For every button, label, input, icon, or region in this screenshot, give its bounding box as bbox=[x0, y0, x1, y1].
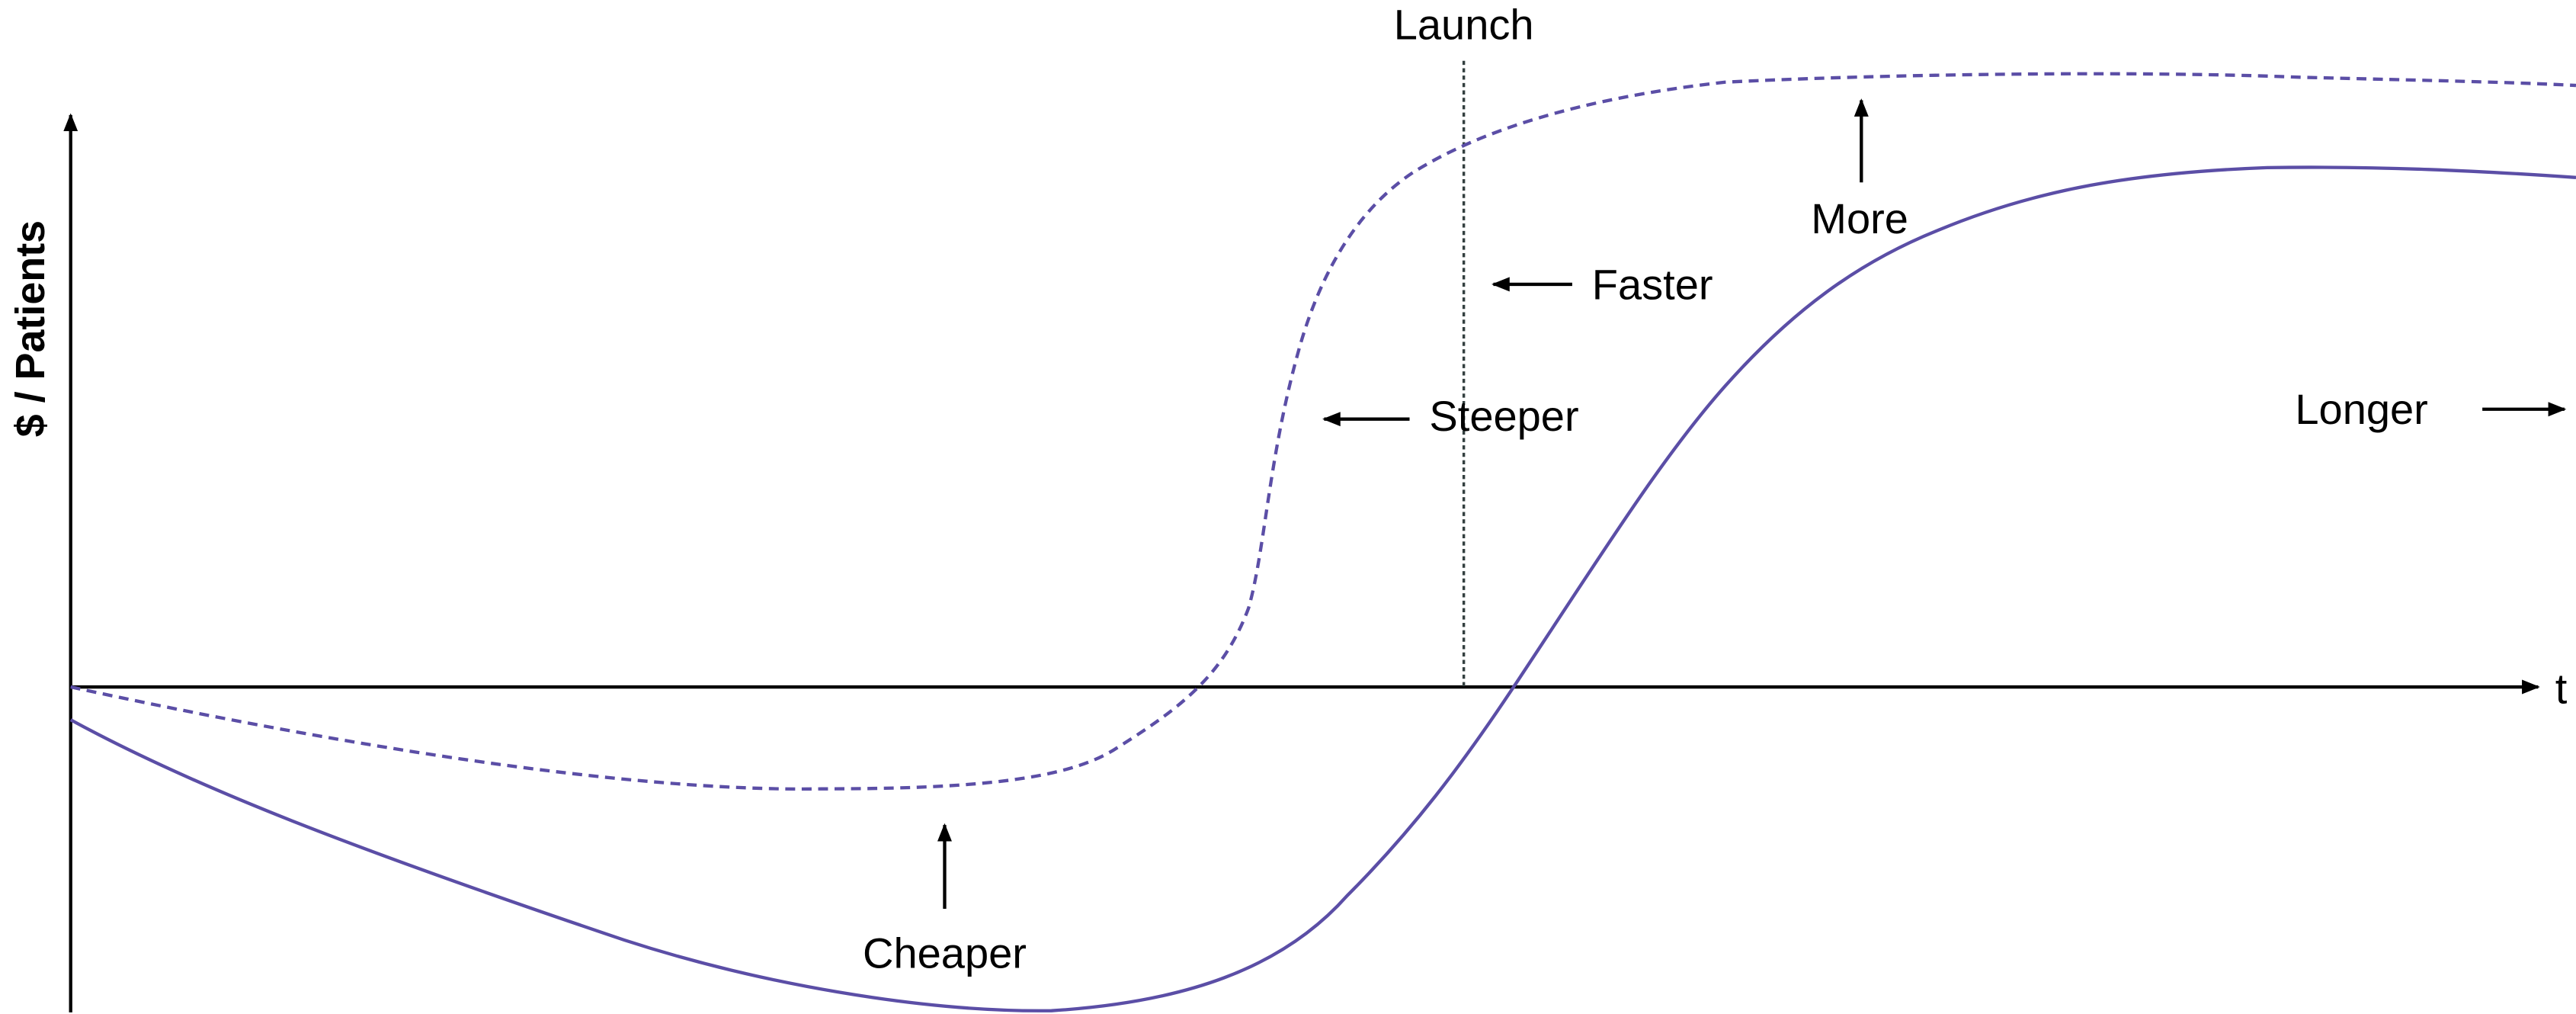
y-axis-label: $ / Patients bbox=[8, 220, 53, 437]
more-label: More bbox=[1811, 194, 1908, 242]
launch-label: Launch bbox=[1394, 1, 1534, 49]
current-curve bbox=[69, 165, 2576, 1012]
faster-label: Faster bbox=[1592, 260, 1713, 308]
x-axis-label: t bbox=[2555, 665, 2568, 713]
cheaper-label: Cheaper bbox=[863, 929, 1027, 977]
steeper-label: Steeper bbox=[1429, 392, 1578, 440]
longer-label: Longer bbox=[2295, 385, 2427, 433]
improved-curve bbox=[70, 72, 2576, 791]
